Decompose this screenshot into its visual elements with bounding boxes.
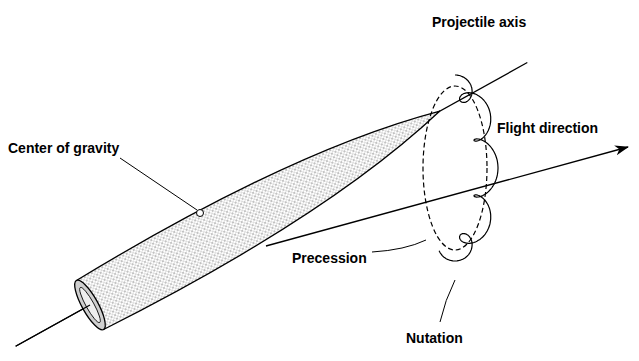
precession-ellipse	[423, 86, 487, 250]
leader-line	[440, 280, 455, 322]
leader-line	[372, 240, 426, 252]
gravity-center	[197, 210, 204, 217]
part-label: Nutation	[406, 330, 463, 346]
part-label: Center of gravity	[8, 140, 119, 156]
projectile-body	[75, 85, 454, 332]
leader-line	[120, 158, 197, 210]
part-label: Projectile axis	[432, 14, 526, 30]
part-label: Precession	[292, 250, 367, 266]
part-label: Flight direction	[497, 120, 598, 136]
axis-line	[16, 63, 528, 347]
flight-arrow	[266, 147, 628, 246]
nutation-curve	[439, 75, 498, 261]
